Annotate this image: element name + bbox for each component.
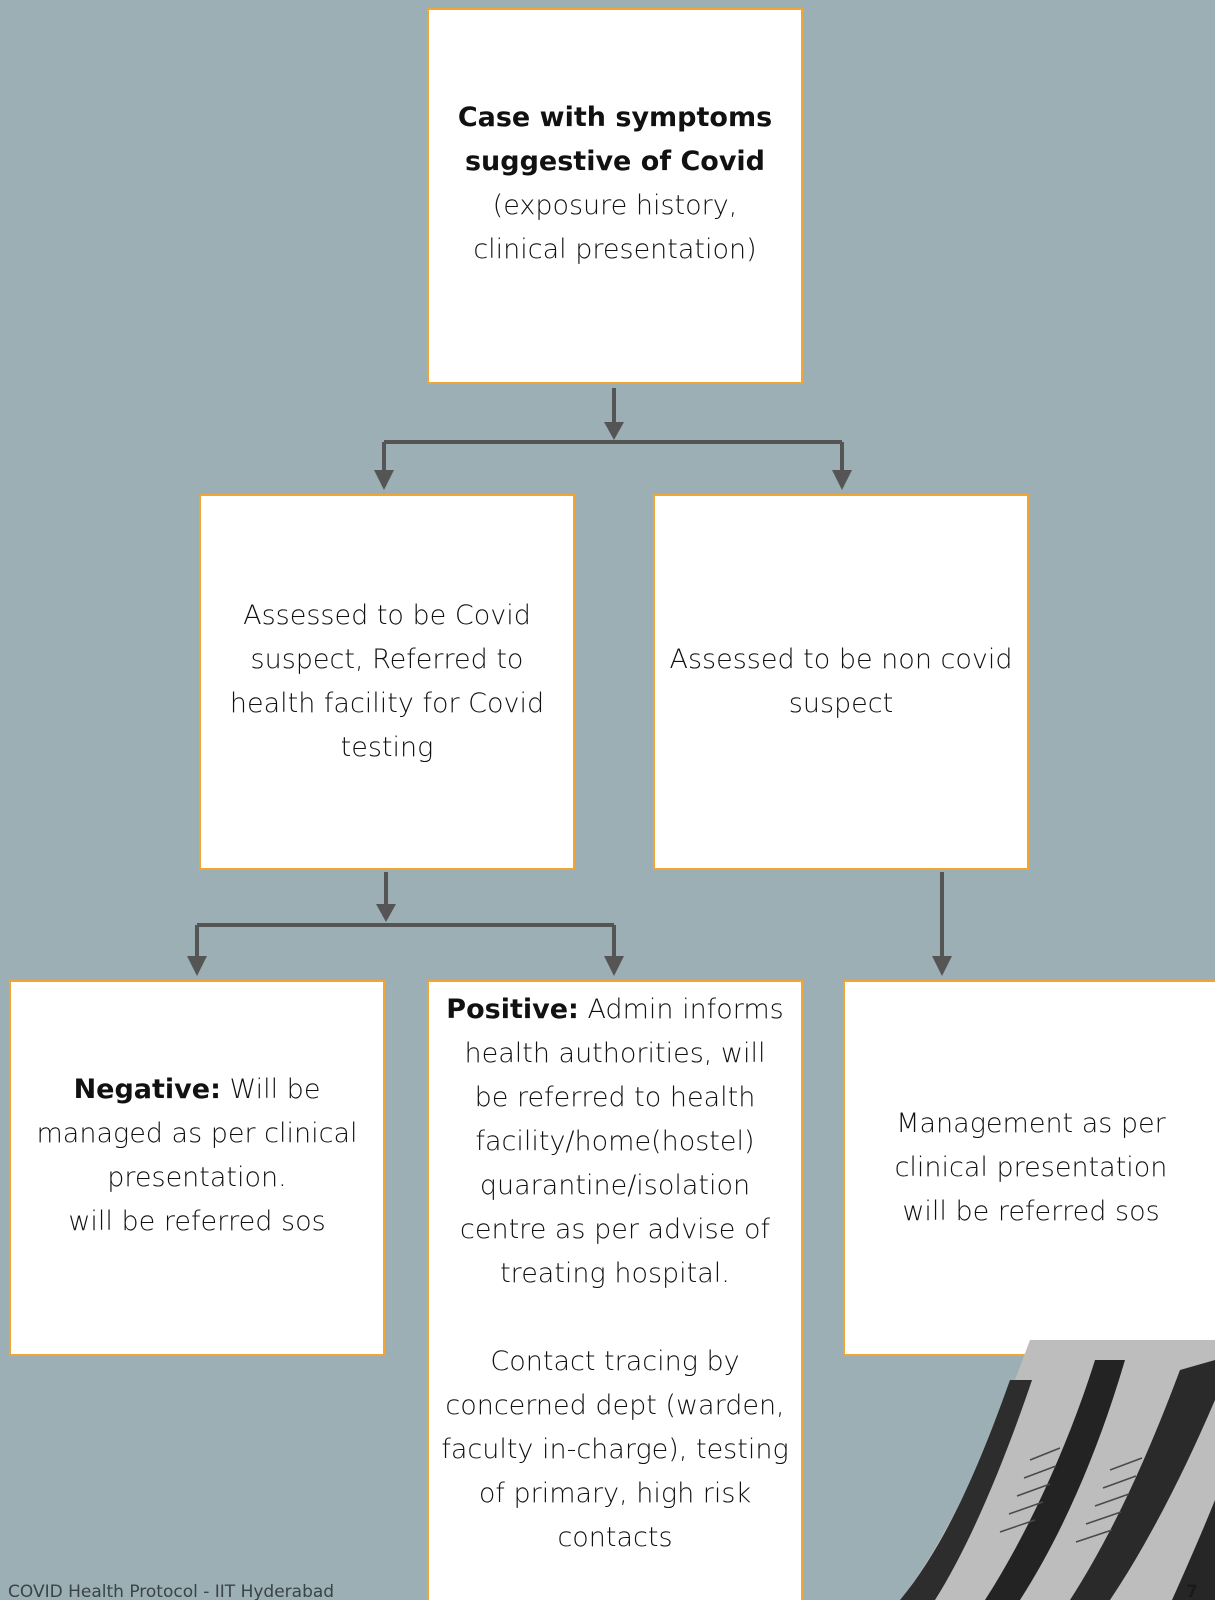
arrowhead-root	[604, 422, 624, 440]
root-title-line-2: suggestive of Covid	[464, 145, 766, 177]
root-box: Case with symptoms suggestive of Covid (…	[427, 8, 803, 384]
page-number: 7	[1186, 1582, 1198, 1600]
arrowhead-non-covid	[832, 470, 852, 490]
positive-text-1: Admin informs	[587, 994, 784, 1025]
covid-suspect-line-1: Assessed to be Covid	[243, 600, 531, 631]
covid-suspect-line-2: suspect, Referred to	[250, 644, 524, 675]
arrowhead-positive	[604, 956, 624, 976]
management-line-1: Management as per	[896, 1108, 1166, 1139]
building-photo	[900, 1340, 1215, 1600]
contact-tracing-line-3: faculty in-charge), testing	[441, 1434, 789, 1465]
positive-label: Positive:	[446, 994, 579, 1025]
negative-line-4: will be referred sos	[68, 1205, 326, 1237]
contact-tracing-line-4: of primary, high risk	[478, 1478, 752, 1509]
contact-tracing-line-1: Contact tracing by	[490, 1346, 740, 1377]
contact-tracing-line-2: concerned dept (warden,	[445, 1390, 785, 1421]
root-detail-line-1: (exposure history,	[492, 189, 738, 221]
contact-tracing-line-5: contacts	[557, 1522, 673, 1553]
non-covid-line-1: Assessed to be non covid	[669, 644, 1013, 675]
negative-line-1: Negative: Will be	[21, 1068, 373, 1112]
positive-line-7: treating hospital.	[500, 1258, 730, 1289]
positive-line-2: health authorities, will	[464, 1038, 766, 1069]
management-line-3: will be referred sos	[902, 1196, 1160, 1227]
non-covid-line-2: suspect	[788, 688, 894, 719]
positive-line-5: quarantine/isolation	[479, 1170, 751, 1201]
positive-box: Positive: Admin informs health authoriti…	[427, 980, 803, 1600]
negative-box: Negative: Will be managed as per clinica…	[9, 980, 385, 1356]
positive-line-6: centre as per advise of	[460, 1214, 770, 1245]
negative-line-3: presentation.	[107, 1161, 287, 1193]
positive-line-4: facility/home(hostel)	[475, 1126, 755, 1157]
root-title-line-1: Case with symptoms	[457, 101, 773, 133]
negative-text-1: Will be	[229, 1073, 321, 1105]
covid-suspect-box: Assessed to be Covid suspect, Referred t…	[199, 494, 575, 870]
management-box: Management as per clinical presentation …	[843, 980, 1215, 1356]
positive-line-3: be referred to health	[474, 1082, 756, 1113]
covid-suspect-line-3: health facility for Covid	[229, 688, 545, 719]
root-detail-line-2: clinical presentation)	[473, 233, 757, 265]
non-covid-suspect-box: Assessed to be non covid suspect	[653, 494, 1029, 870]
negative-line-2: managed as per clinical	[36, 1117, 358, 1149]
footer-text: COVID Health Protocol - IIT Hyderabad	[8, 1582, 335, 1600]
arrowhead-management	[932, 956, 952, 976]
covid-suspect-line-4: testing	[340, 732, 434, 763]
management-line-2: clinical presentation	[894, 1152, 1168, 1183]
negative-label: Negative:	[73, 1073, 221, 1105]
positive-spacer	[439, 1296, 791, 1340]
positive-line-1: Positive: Admin informs	[439, 988, 791, 1032]
arrowhead-covid-suspect	[374, 470, 394, 490]
arrowhead-suspect	[376, 904, 396, 922]
arrowhead-negative	[187, 956, 207, 976]
